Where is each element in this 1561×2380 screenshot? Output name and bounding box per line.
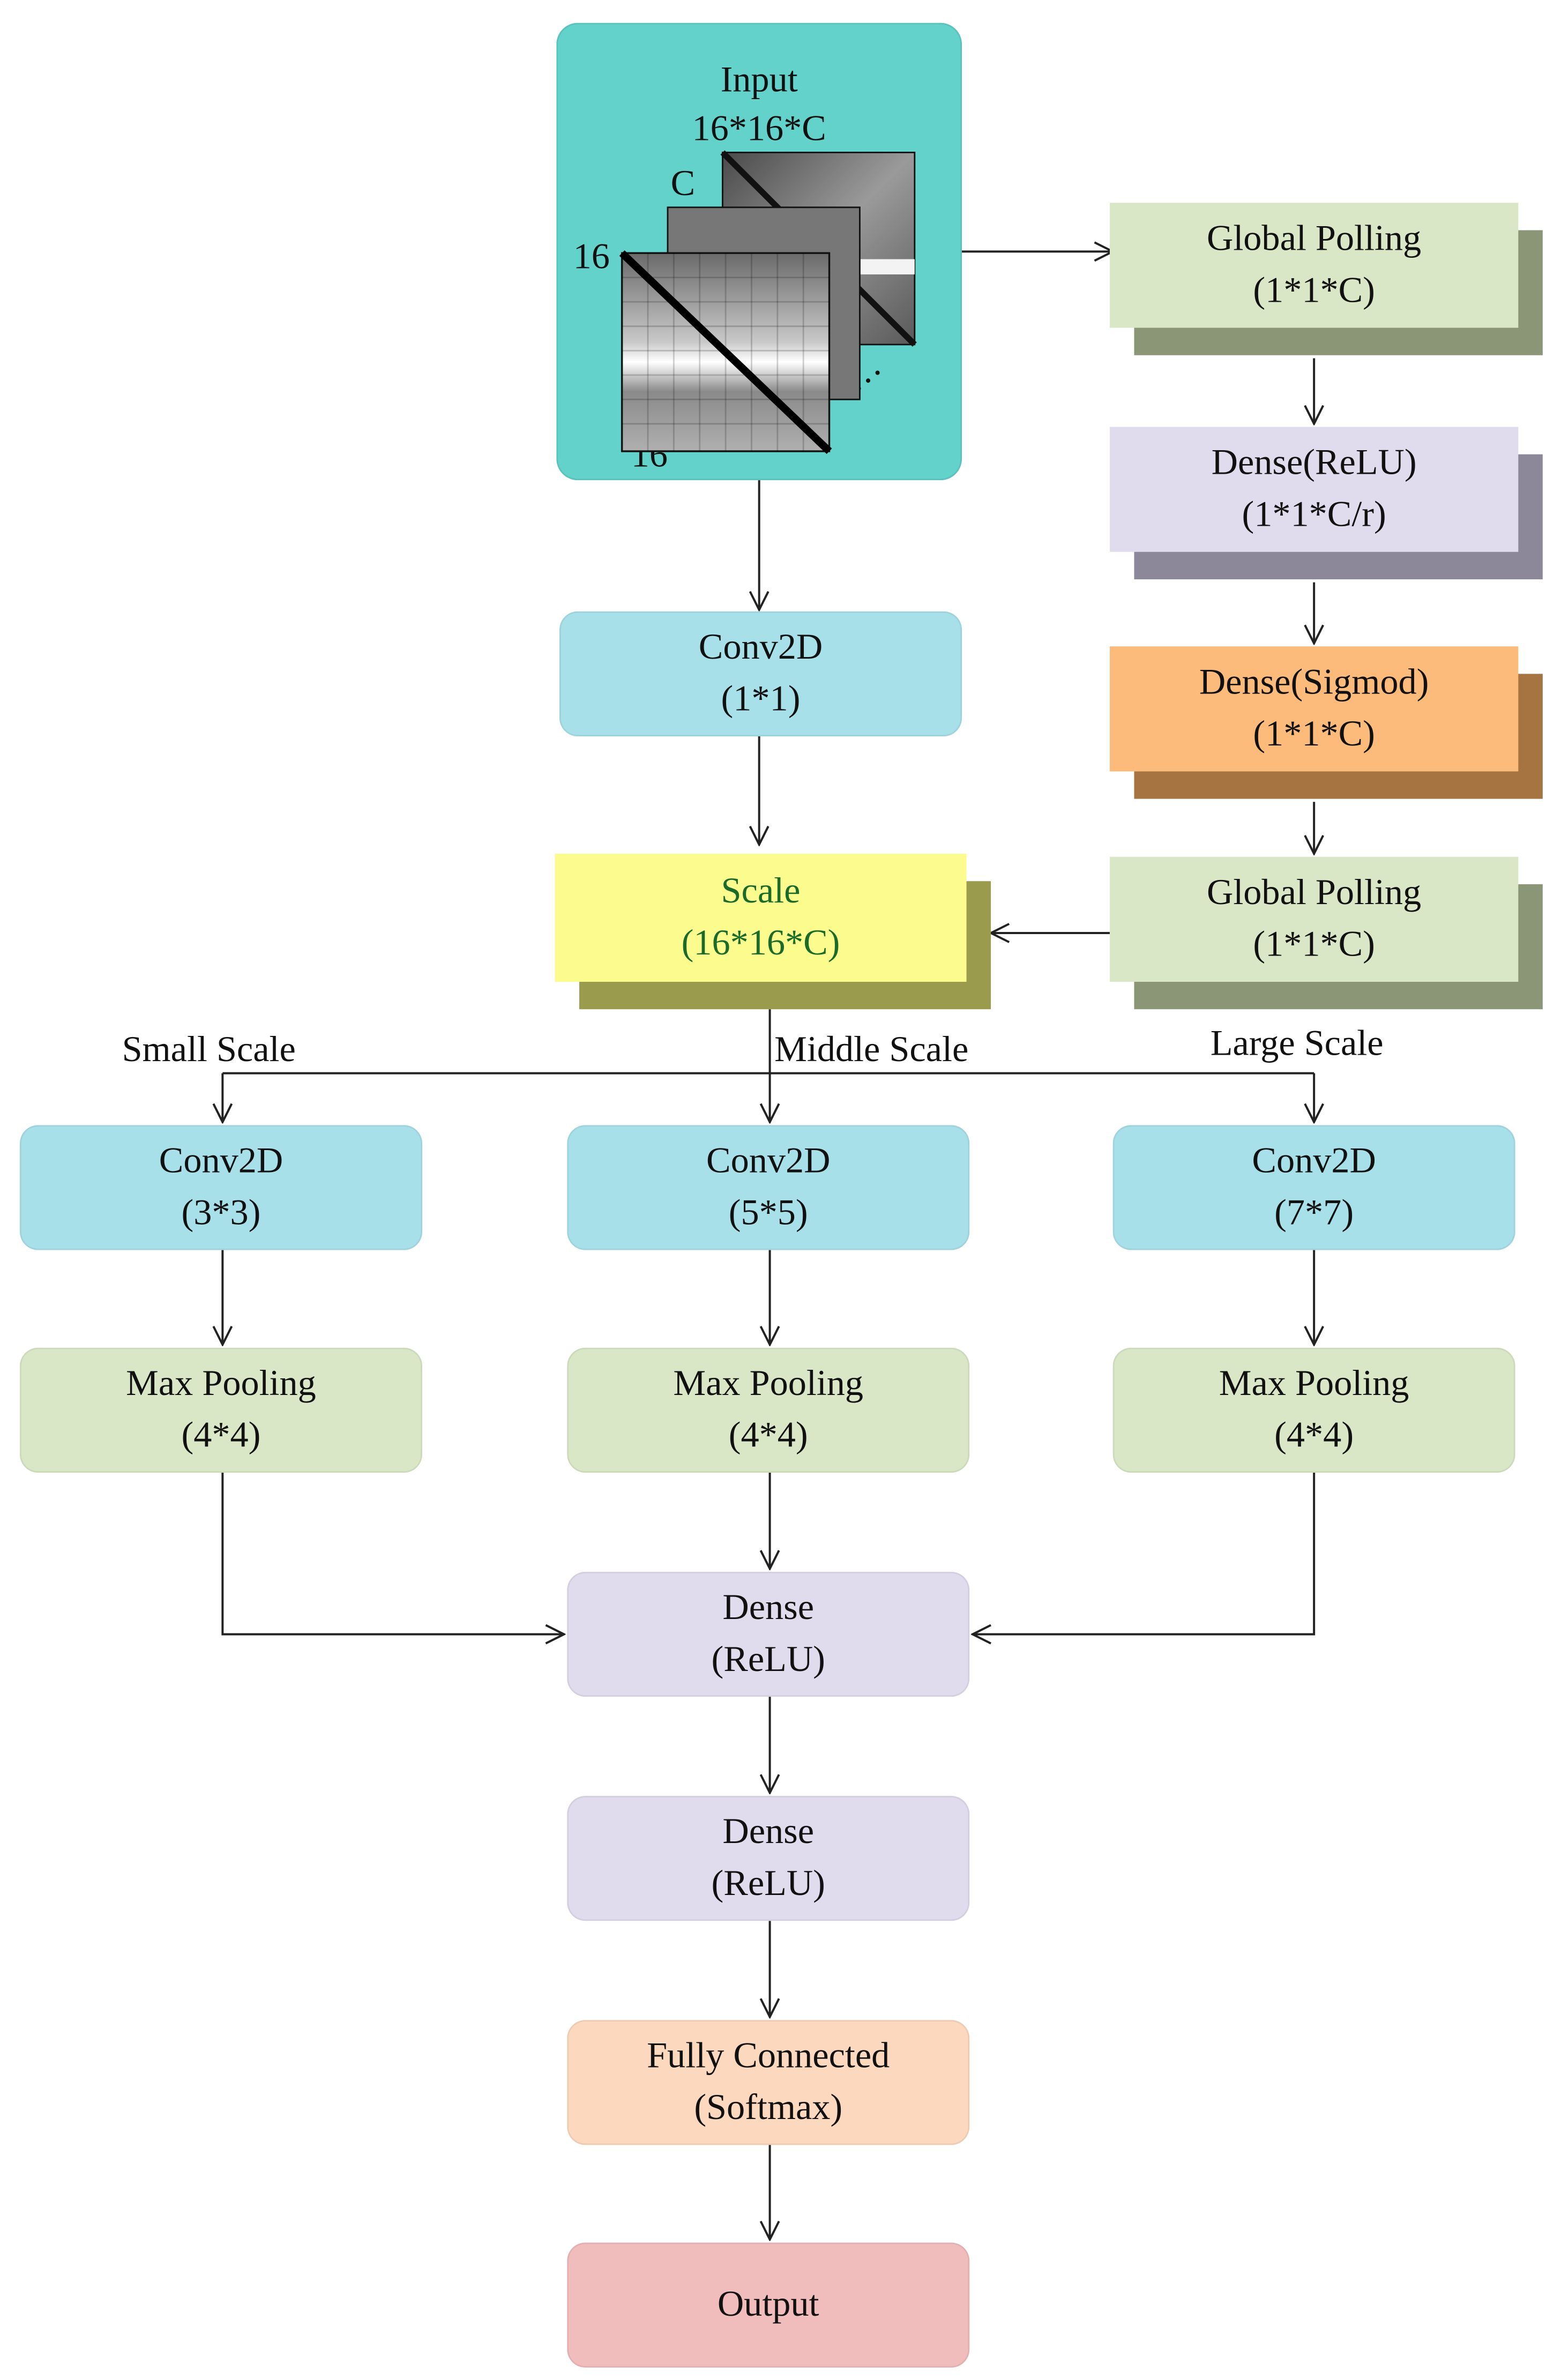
conv3x3-title: Conv2D: [159, 1141, 283, 1182]
dense-2-activation: (ReLU): [711, 1864, 825, 1905]
input-title: Input: [720, 61, 798, 101]
input-node: Input 16*16*C C 16 16 …: [556, 23, 962, 481]
max-pooling-large-node: Max Pooling (4*4): [1112, 1347, 1515, 1473]
fully-connected-node: Fully Connected (Softmax): [567, 2020, 970, 2145]
global-pooling-node-top: Global Polling (1*1*C): [1109, 203, 1519, 328]
conv1x1-kernel: (1*1): [721, 680, 801, 720]
small-scale-label: Small Scale: [122, 1031, 296, 1070]
conv1x1-title: Conv2D: [698, 628, 823, 668]
dense-1-title: Dense: [722, 1588, 815, 1629]
conv3x3-node: Conv2D (3*3): [19, 1125, 422, 1250]
dense-relu-se-node: Dense(ReLU) (1*1*C/r): [1109, 427, 1519, 552]
global-pooling-bottom-title: Global Polling: [1207, 874, 1422, 913]
large-scale-label: Large Scale: [1210, 1024, 1384, 1064]
conv5x5-title: Conv2D: [706, 1141, 831, 1182]
max-pooling-small-size: (4*4): [181, 1416, 261, 1456]
dense-sigmoid-node: Dense(Sigmod) (1*1*C): [1109, 646, 1519, 772]
dense-relu-se-shape: (1*1*C/r): [1242, 495, 1386, 535]
conv7x7-kernel: (7*7): [1274, 1193, 1354, 1234]
middle-scale-label: Middle Scale: [774, 1031, 969, 1070]
max-pooling-large-size: (4*4): [1274, 1416, 1354, 1456]
global-pooling-top-title: Global Polling: [1207, 219, 1422, 259]
conv7x7-title: Conv2D: [1252, 1141, 1376, 1182]
conv3x3-kernel: (3*3): [181, 1193, 261, 1234]
global-pooling-top-shape: (1*1*C): [1253, 271, 1375, 311]
dense-relu-se-title: Dense(ReLU): [1211, 443, 1417, 483]
dense-1-activation: (ReLU): [711, 1640, 825, 1680]
max-pooling-small-node: Max Pooling (4*4): [19, 1347, 422, 1473]
input-shape: 16*16*C: [692, 109, 826, 150]
feature-map-stack-icon: [619, 150, 917, 454]
output-node: Output: [567, 2242, 970, 2368]
scale-title: Scale: [721, 872, 801, 912]
conv5x5-kernel: (5*5): [728, 1193, 808, 1234]
max-pooling-small-title: Max Pooling: [126, 1364, 316, 1404]
scale-node: Scale (16*16*C): [555, 854, 967, 982]
conv1x1-node: Conv2D (1*1): [559, 611, 962, 736]
fully-connected-activation: (Softmax): [694, 2088, 843, 2129]
max-pooling-middle-title: Max Pooling: [673, 1364, 864, 1404]
global-pooling-node-bottom: Global Polling (1*1*C): [1109, 856, 1519, 982]
scale-shape: (16*16*C): [681, 923, 840, 964]
output-title: Output: [717, 2285, 819, 2325]
conv7x7-node: Conv2D (7*7): [1112, 1125, 1515, 1250]
dense-sigmoid-shape: (1*1*C): [1253, 715, 1375, 755]
conv5x5-node: Conv2D (5*5): [567, 1125, 970, 1250]
input-dim-c: C: [670, 165, 696, 205]
dense-2-title: Dense: [722, 1812, 815, 1853]
dense-sigmoid-title: Dense(Sigmod): [1199, 663, 1429, 703]
dense-relu-node-2: Dense (ReLU): [567, 1796, 970, 1921]
arrow-pool-small-to-dense: [221, 1472, 564, 1635]
input-dim-h: 16: [573, 237, 610, 278]
global-pooling-bottom-shape: (1*1*C): [1253, 925, 1375, 965]
max-pooling-large-title: Max Pooling: [1219, 1364, 1409, 1404]
fully-connected-title: Fully Connected: [647, 2036, 890, 2077]
arrow-pool-large-to-dense: [973, 1472, 1316, 1635]
max-pooling-middle-size: (4*4): [728, 1416, 808, 1456]
max-pooling-middle-node: Max Pooling (4*4): [567, 1347, 970, 1473]
dense-relu-node-1: Dense (ReLU): [567, 1571, 970, 1697]
